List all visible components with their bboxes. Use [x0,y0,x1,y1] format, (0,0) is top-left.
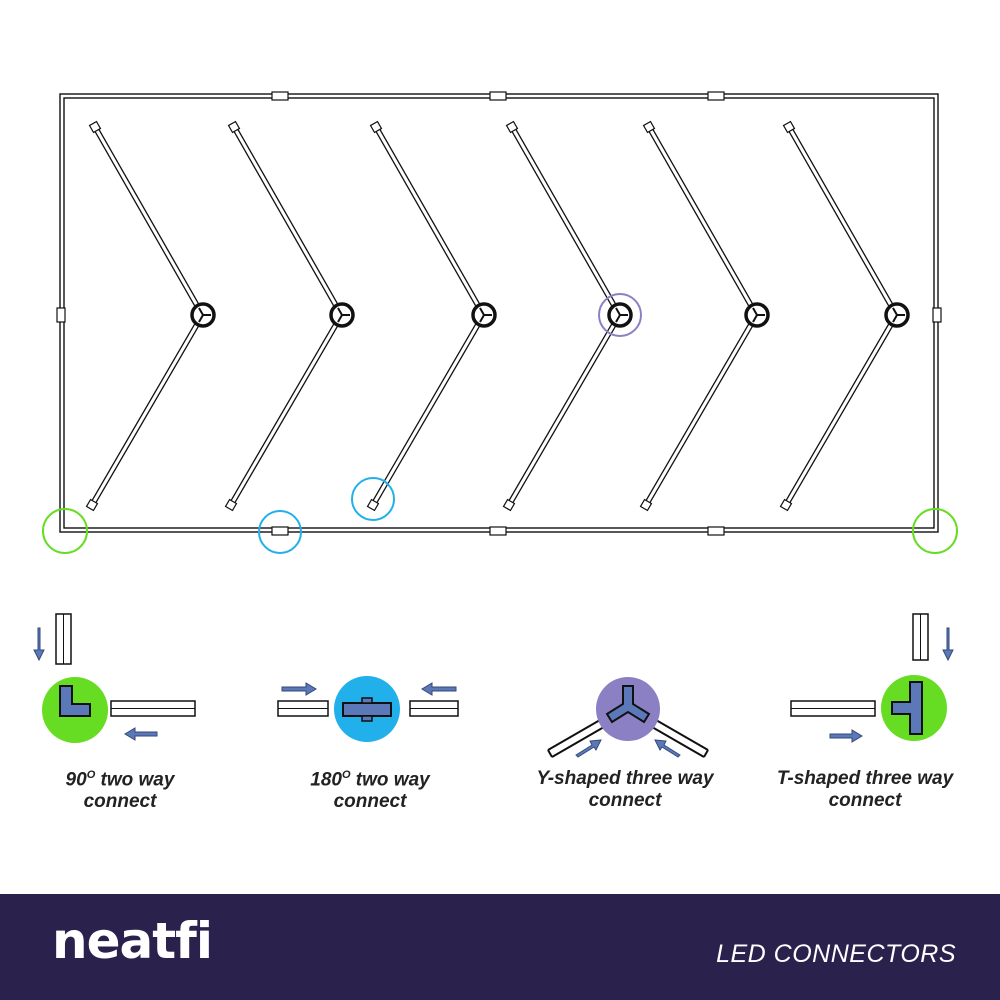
caption-y-shaped: Y-shaped three way connect [536,768,714,811]
highlight-180-frame [258,510,302,554]
frame-connectors [56,91,942,536]
highlight-y [598,293,642,337]
legend-straight-180: 180O two way connect [250,600,500,830]
highlight-90-left [42,508,88,554]
footer-title: LED CONNECTORS [716,940,956,968]
angle-90-diagram [33,613,196,743]
highlight-90-right [912,508,958,554]
layout-diagram [42,91,958,554]
footer-bar: neatfi LED CONNECTORS [0,894,1000,1000]
highlight-180-strip [351,477,395,521]
straight-180-diagram [277,676,459,742]
caption-angle-90: 90O two way connect [65,769,175,813]
caption-t-shaped: T-shaped three way connect [776,768,954,811]
y-shaped-diagram [547,677,709,758]
chevron-strips [85,120,910,512]
legend-t-shaped: T-shaped three way connect [750,600,1000,830]
caption-straight-180: 180O two way connect [310,769,430,813]
legend-y-shaped: Y-shaped three way connect [500,600,750,830]
brand-logo: neatfi [52,912,213,970]
legend-angle-90: 90O two way connect [0,600,250,830]
t-shaped-diagram [790,613,954,743]
